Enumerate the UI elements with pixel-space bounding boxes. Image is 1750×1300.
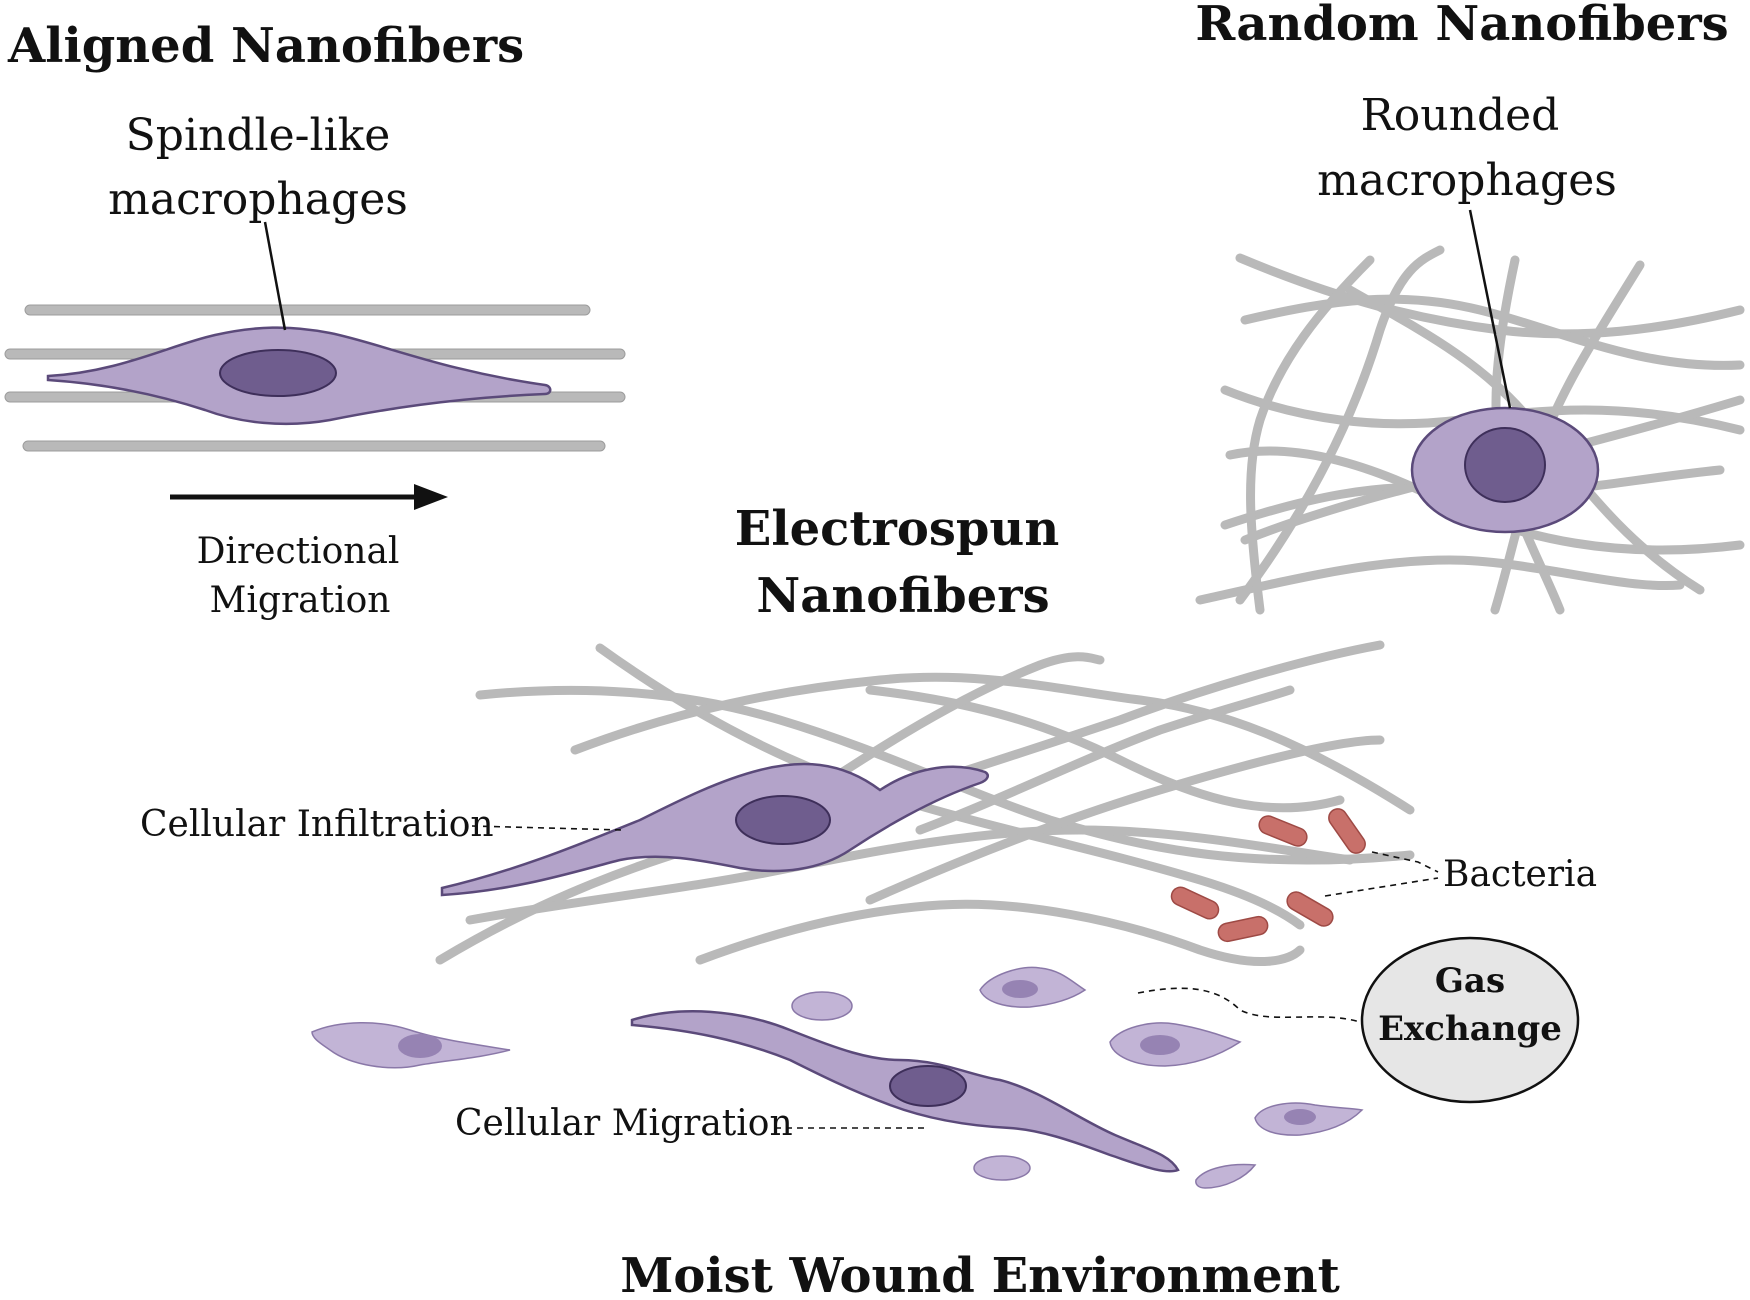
infiltrating-nucleus xyxy=(735,795,831,845)
rounded-nucleus xyxy=(1464,427,1546,503)
bacteria-group xyxy=(1170,808,1366,943)
small-cell xyxy=(791,991,853,1021)
gas-exchange-leader xyxy=(1137,987,1361,1023)
electrospun-title-line2: Nanofibers xyxy=(756,568,1049,624)
gas-label-line1: Gas xyxy=(1435,961,1505,1001)
bacterium xyxy=(1286,891,1334,927)
rounded-label-line1: Rounded xyxy=(1361,90,1560,141)
bacteria-label: Bacteria xyxy=(1443,854,1597,895)
random-panel: Random Nanofibers Rounded macrophages xyxy=(1195,0,1745,615)
rounded-label-line2: macrophages xyxy=(1317,155,1617,206)
infiltration-label: Cellular Infiltration xyxy=(140,804,494,845)
infiltrating-cell xyxy=(440,762,989,897)
migration-label: Cellular Migration xyxy=(455,1103,793,1144)
directional-label-line2: Migration xyxy=(210,580,391,621)
small-cell xyxy=(973,1155,1031,1181)
scattered-cells xyxy=(311,966,1364,1189)
aligned-panel: Aligned Nanofibers Spindle-like macropha… xyxy=(4,18,626,621)
directional-arrow xyxy=(170,484,448,510)
bacterium xyxy=(1170,886,1220,920)
electrospun-panel: Electrospun Nanofibers xyxy=(140,501,1597,1189)
infiltration-leader xyxy=(471,825,623,831)
spindle-label-line2: macrophages xyxy=(108,174,408,225)
spindle-label-line1: Spindle-like xyxy=(126,110,391,161)
spindle-leader-line xyxy=(263,221,287,331)
aligned-title: Aligned Nanofibers xyxy=(7,18,524,74)
bacterium xyxy=(1328,808,1366,854)
electrospun-title-line1: Electrospun xyxy=(735,501,1059,557)
migrating-nucleus xyxy=(889,1065,967,1107)
gas-label-line2: Exchange xyxy=(1378,1009,1562,1049)
bacterium xyxy=(1258,815,1308,847)
random-title: Random Nanofibers xyxy=(1195,0,1728,52)
rounded-leader-line xyxy=(1468,209,1512,409)
bacteria-leader-lower xyxy=(1324,877,1439,897)
spindle-nucleus xyxy=(219,349,337,397)
gas-exchange-bubble: Gas Exchange xyxy=(1360,936,1580,1104)
small-cell xyxy=(1195,1163,1257,1189)
footer-caption: Moist Wound Environment xyxy=(620,1248,1340,1300)
directional-label-line1: Directional xyxy=(197,531,400,572)
bacterium xyxy=(1217,915,1269,943)
bacteria-leader-upper xyxy=(1371,851,1439,873)
